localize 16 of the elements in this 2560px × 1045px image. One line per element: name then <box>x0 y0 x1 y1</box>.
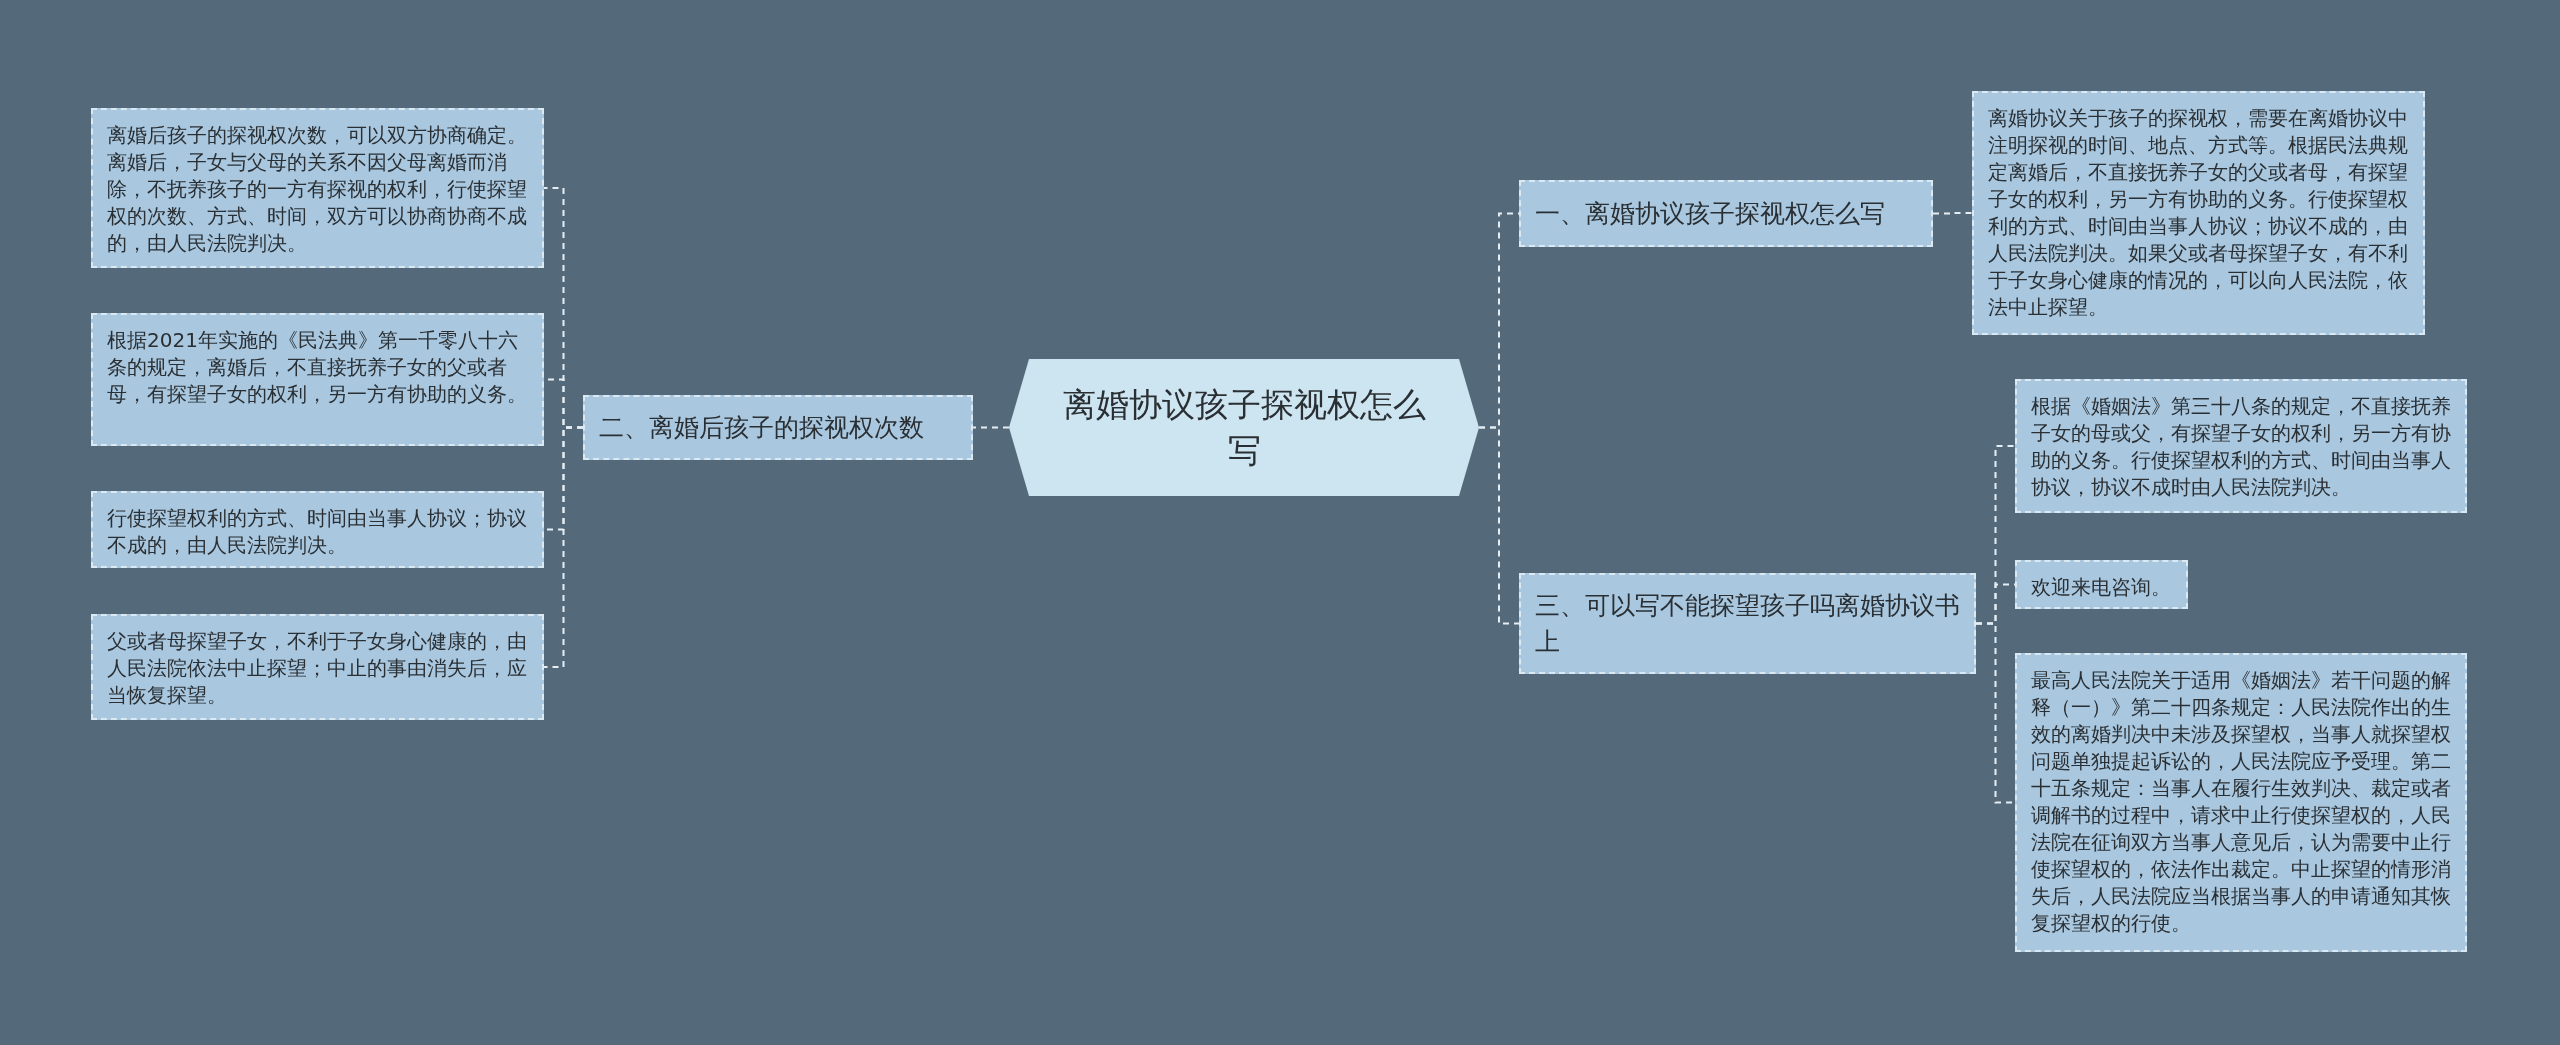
note-box: 父或者母探望子女，不利于子女身心健康的，由人民法院依法中止探望；中止的事由消失后，应当恢复探望。 <box>91 614 544 720</box>
topic-box: 一、离婚协议孩子探视权怎么写 <box>1519 180 1933 247</box>
note-box: 离婚协议关于孩子的探视权，需要在离婚协议中注明探视的时间、地点、方式等。根据民法典规定离婚后，不直接抚养子女的父或者母，有探望子女的权利，另一方有协助的义务。行使探望权利的方式、时间由当事人协议；协议不成的，由人民法院判决。如果父或者母探望子女，有不利于子女身心健康的情况的，可以向人民法院，依法中止探望。 <box>1972 91 2425 335</box>
topic-hexagon: 离婚协议孩子探视权怎么写 <box>1009 359 1479 496</box>
note-box: 根据《婚姻法》第三十八条的规定，不直接抚养子女的母或父，有探望子女的权利，另一方有协助的义务。行使探望权利的方式、时间由当事人协议，协议不成时由人民法院判决。 <box>2015 379 2467 513</box>
topic-box: 二、离婚后孩子的探视权次数 <box>583 395 973 460</box>
connector-line <box>972 426 1010 429</box>
topic-box: 三、可以写不能探望孩子吗离婚协议书上 <box>1519 573 1976 674</box>
note-box: 行使探望权利的方式、时间由当事人协议；协议不成的，由人民法院判决。 <box>91 491 544 568</box>
note-box: 离婚后孩子的探视权次数，可以双方协商确定。离婚后，子女与父母的关系不因父母离婚而消除，不抚养孩子的一方有探视的权利，行使探望权的次数、方式、时间，双方可以协商协商不成的，由人民法院判决。 <box>91 108 544 268</box>
connector-line <box>543 426 584 668</box>
connector-line <box>1478 426 1520 625</box>
connector-line <box>1932 212 1973 215</box>
note-box: 根据2021年实施的《民法典》第一千零八十六条的规定，离婚后，不直接抚养子女的父或者母，有探望子女的权利，另一方有协助的义务。 <box>91 313 544 446</box>
note-box: 最高人民法院关于适用《婚姻法》若干问题的解释（一）》第二十四条规定：人民法院作出的生效的离婚判决中未涉及探望权，当事人就探望权问题单独提起诉讼的，人民法院应予受理。第二十五条规定：当事人在履行生效判决、裁定或者调解书的过程中，请求中止行使探望权的，人民法院在征询双方当事人意见后，认为需要中止行使探望权的，依法作出裁定。中止探望的情形消失后，人民法院应当根据当事人的申请通知其恢复探望权的行使。 <box>2015 653 2467 952</box>
note-box: 欢迎来电咨询。 <box>2015 560 2188 609</box>
